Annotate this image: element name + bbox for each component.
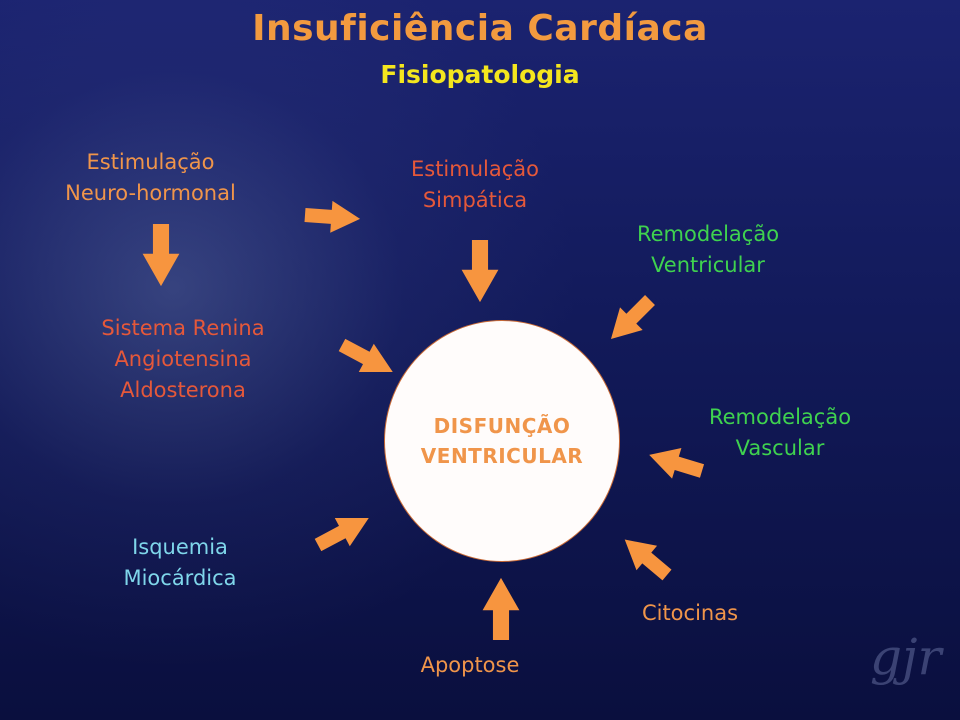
- arrow-renina-to-center: [334, 330, 401, 387]
- label-estimulacao-simpatica: Estimulação Simpática: [370, 154, 580, 216]
- arrow-isquemia-to-center: [310, 503, 377, 560]
- label-line: Simpática: [422, 188, 528, 212]
- label-remodelacao-vascular: Remodelação Vascular: [675, 402, 885, 464]
- center-label-line2: VENTRICULAR: [420, 444, 584, 468]
- label-line: Ventricular: [651, 253, 765, 277]
- label-line: Neuro-hormonal: [65, 181, 236, 205]
- arrow-apoptose-to-center: [482, 577, 520, 640]
- center-label-line1: DISFUNÇÃO: [433, 414, 571, 438]
- label-line: Sistema Renina: [101, 316, 265, 340]
- slide-title: Insuficiência Cardíaca: [252, 8, 708, 49]
- arrow-neuro-to-simpatica: [303, 199, 362, 235]
- label-line: Remodelação: [708, 405, 852, 429]
- label-remodelacao-ventricular: Remodelação Ventricular: [603, 219, 813, 281]
- arrow-neuro-to-renina: [142, 224, 180, 287]
- label-line: Estimulação: [410, 157, 539, 181]
- label-line: Miocárdica: [123, 566, 237, 590]
- arrow-remod-ventricular-to-center: [599, 288, 662, 351]
- label-line: Remodelação: [636, 222, 780, 246]
- arrow-remod-vascular-to-center: [644, 439, 707, 487]
- label-citocinas: Citocinas: [641, 601, 739, 625]
- label-estimulacao-neuro-hormonal: Estimulação Neuro-hormonal: [38, 147, 263, 209]
- author-signature-watermark: gjr: [870, 628, 942, 686]
- label-line: Vascular: [735, 436, 825, 460]
- slide-subtitle: Fisiopatologia: [380, 60, 580, 89]
- disfuncao-ventricular-circle: DISFUNÇÃO VENTRICULAR: [384, 320, 620, 562]
- label-isquemia-miocardica: Isquemia Miocárdica: [70, 532, 290, 594]
- label-sistema-renina-angiotensina-aldosterona: Sistema Renina Angiotensina Aldosterona: [63, 313, 303, 406]
- label-line: Estimulação: [86, 150, 215, 174]
- arrow-simpatica-to-center: [461, 240, 499, 303]
- label-apoptose: Apoptose: [420, 653, 520, 677]
- label-line: Angiotensina: [114, 347, 252, 371]
- label-line: Aldosterona: [120, 378, 246, 402]
- label-line: Isquemia: [132, 535, 228, 559]
- arrow-citocinas-to-center: [614, 527, 678, 588]
